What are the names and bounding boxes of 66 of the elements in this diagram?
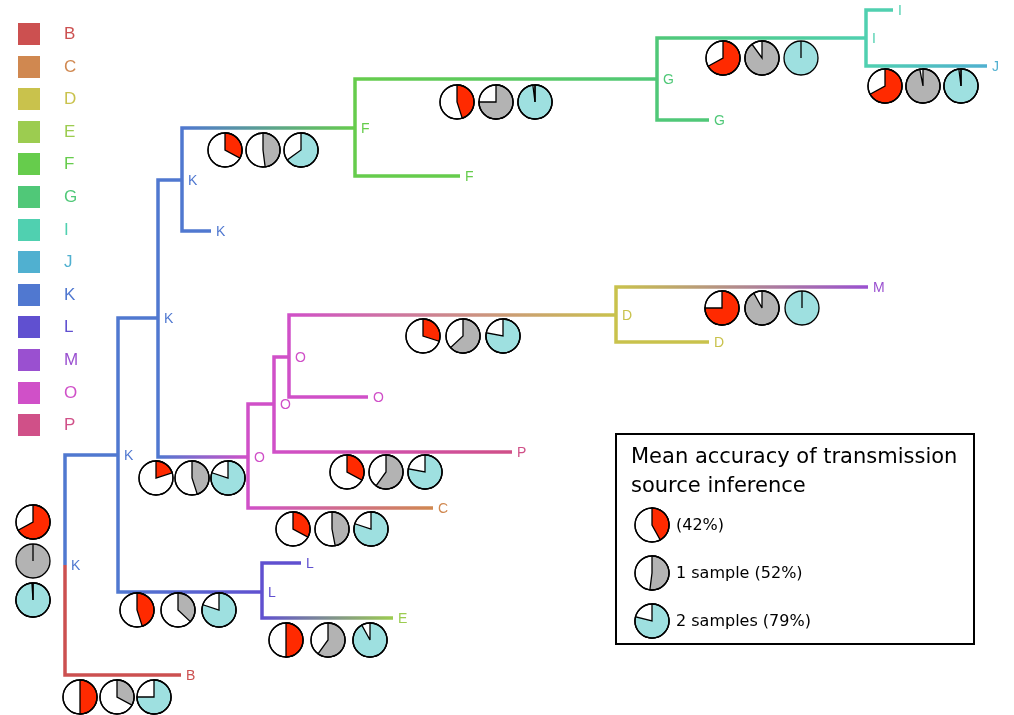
tree-branch (287, 313, 616, 357)
node-label: L (306, 555, 314, 571)
node-label: O (295, 349, 306, 365)
tree-branch (180, 126, 355, 180)
node-label: F (465, 168, 474, 184)
node-label: K (188, 172, 198, 188)
node-label: K (216, 223, 226, 239)
node-label: E (398, 610, 408, 626)
node-label: D (622, 307, 633, 323)
tree-branch (614, 315, 709, 344)
tree-branch (353, 128, 460, 178)
tree-branch (287, 357, 368, 399)
tree-branch (63, 565, 181, 677)
legend-label: M (64, 351, 79, 369)
legend-label: O (64, 383, 78, 402)
tree-branch (353, 77, 657, 128)
node-label: K (164, 310, 174, 326)
legend-label: P (64, 416, 76, 435)
tree-branch (272, 355, 289, 404)
node-label: K (124, 447, 134, 463)
node-label: G (714, 112, 725, 128)
node-label: O (254, 449, 265, 465)
node-label: L (268, 584, 276, 600)
legend-title: Mean accuracy of transmission source inference (631, 443, 959, 499)
node-label: C (438, 500, 449, 516)
tree-branch (116, 316, 158, 455)
legend-label: C (64, 57, 77, 76)
node-label: M (873, 279, 885, 295)
node-label: O (280, 396, 291, 412)
tree-branch (864, 8, 893, 38)
tree-branch (655, 36, 866, 79)
tree-branch (272, 404, 512, 454)
node-label: G (663, 71, 674, 87)
tree-branch (260, 592, 393, 620)
node-label: I (898, 2, 902, 18)
tree-branch (156, 178, 182, 318)
node-label: P (517, 444, 527, 460)
legend-label: I (64, 220, 69, 239)
tree-branch (180, 180, 211, 233)
node-label: D (714, 334, 725, 350)
legend-label: 2 samples (79%) (676, 611, 811, 631)
tree-branch (246, 457, 433, 510)
legend-label: F (64, 155, 75, 174)
legend-label: 1 sample (52%) (676, 563, 803, 583)
legend-label: (42%) (676, 515, 725, 535)
tree-branch (116, 455, 262, 594)
legend-label: L (64, 318, 74, 337)
tree-branch (864, 38, 987, 68)
node-label: K (71, 557, 81, 573)
legend-label: B (64, 25, 76, 43)
tree-branch (246, 402, 274, 457)
legend-label: D (64, 90, 77, 109)
node-label: I (872, 30, 876, 46)
node-label: O (373, 389, 384, 405)
legend-label: G (64, 188, 78, 206)
tree-branch (260, 561, 301, 592)
legend-label: J (64, 253, 73, 272)
tree-branch (156, 318, 248, 459)
node-label: J (992, 58, 999, 74)
tree-branch (63, 453, 118, 565)
tree-branch (614, 285, 868, 315)
tree-branch (655, 79, 709, 122)
legend-label: E (64, 122, 76, 141)
node-label: F (361, 120, 370, 136)
legend-label: K (64, 285, 76, 304)
node-label: B (186, 667, 196, 683)
